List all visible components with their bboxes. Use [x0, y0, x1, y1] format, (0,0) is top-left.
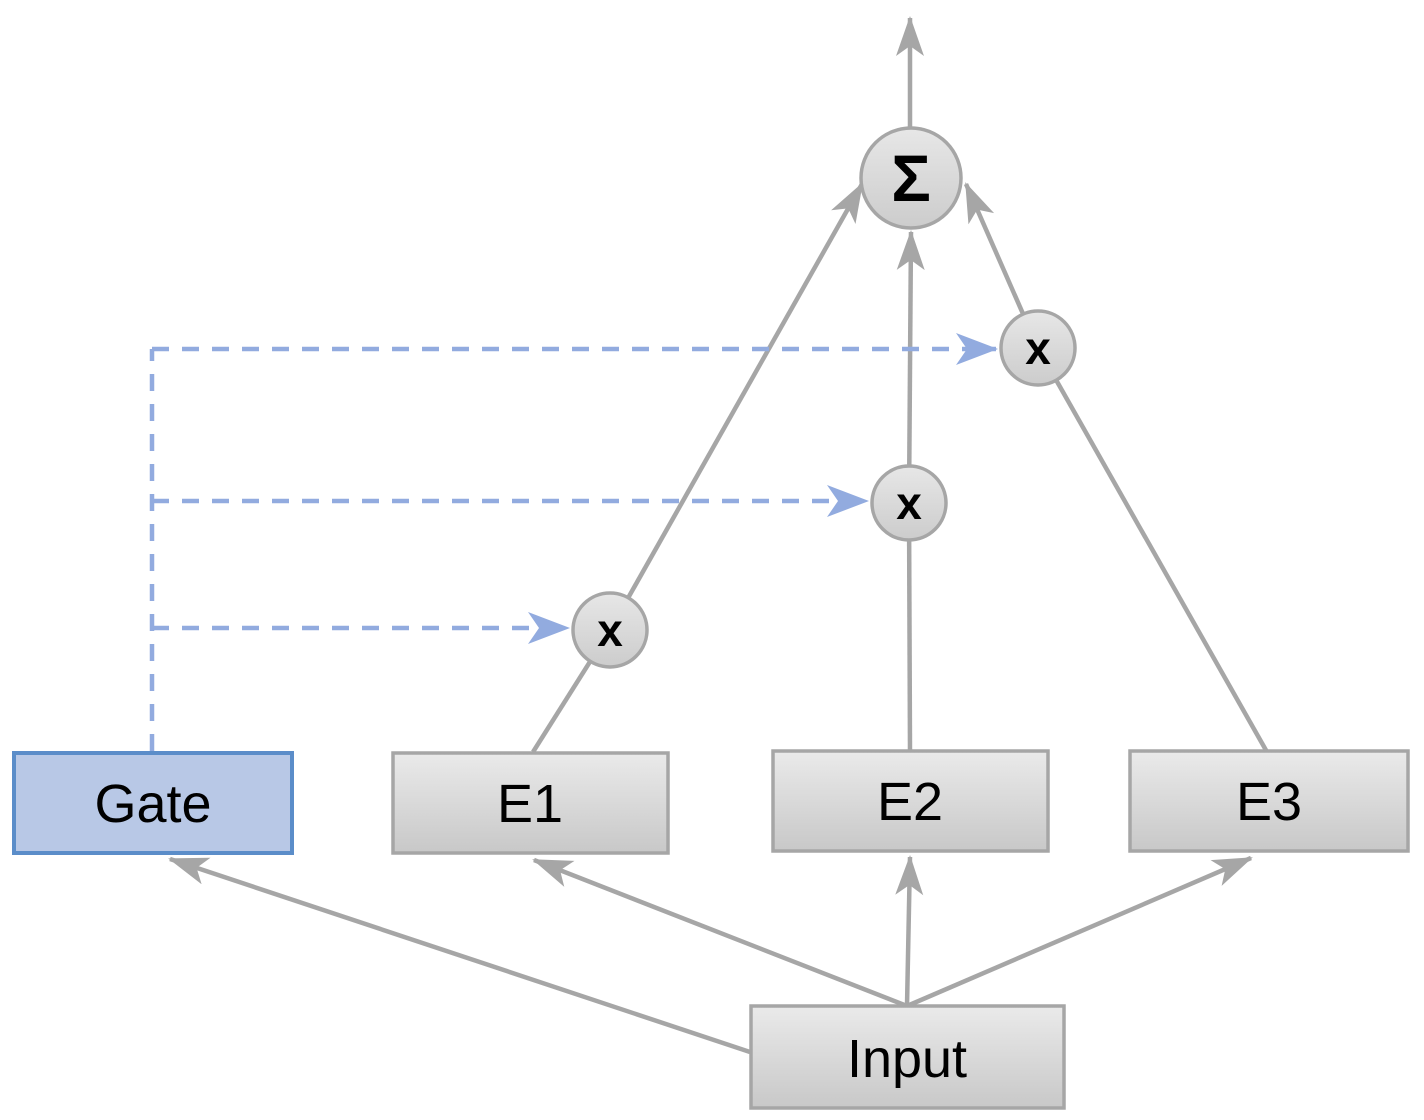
expert1-label: E1: [497, 774, 563, 834]
edge-input-to-gate: [168, 856, 751, 1055]
multiply2-circle: [870, 464, 948, 542]
multiply1-node: x: [571, 591, 649, 669]
expert2-box: [771, 749, 1050, 853]
sum-circle: [859, 126, 963, 230]
multiply3-symbol: x: [1025, 322, 1051, 374]
edge-expert2-to-multiply2: [906, 502, 913, 753]
expert1-node: E1: [391, 751, 670, 855]
input-node: Input: [749, 1004, 1066, 1110]
edge-multiply1-to-sum: [608, 182, 864, 632]
multiply1-circle: [571, 591, 649, 669]
gate-node: Gate: [12, 751, 294, 855]
edge-input-to-expert1: [532, 857, 908, 1009]
multiply2-node: x: [870, 464, 948, 542]
expert3-label: E3: [1236, 772, 1302, 832]
multiply3-node: x: [999, 309, 1077, 387]
edge-multiply2-to-sum: [896, 230, 925, 504]
multiply3-circle: [999, 309, 1077, 387]
expert3-node: E3: [1128, 749, 1410, 853]
gate-label: Gate: [94, 774, 211, 834]
input-box: [749, 1004, 1066, 1110]
edge-expert3-to-multiply3: [1036, 346, 1269, 754]
expert2-node: E2: [771, 749, 1050, 853]
multiply2-symbol: x: [896, 477, 922, 529]
expert2-label: E2: [877, 772, 943, 832]
gate-box: [12, 751, 294, 855]
input-label: Input: [847, 1029, 967, 1089]
expert3-box: [1128, 749, 1410, 853]
edge-input-to-expert2: [895, 855, 924, 1007]
sum-node: Σ: [859, 126, 963, 230]
multiply1-symbol: x: [597, 604, 623, 656]
edge-input-to-expert3: [906, 855, 1253, 1009]
expert1-box: [391, 751, 670, 855]
sum-symbol: Σ: [891, 141, 931, 215]
